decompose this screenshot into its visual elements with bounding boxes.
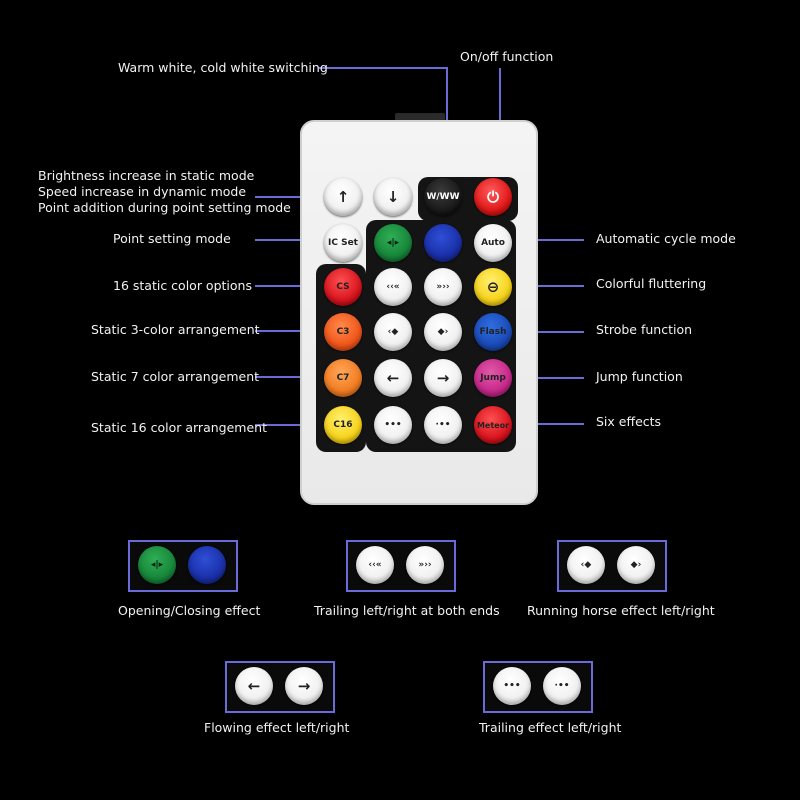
label-static3: Static 3-color arrangement (91, 322, 260, 337)
flash-button[interactable]: Flash (474, 313, 512, 351)
caption-running-horse: Running horse effect left/right (527, 603, 715, 618)
closing-button-blue (188, 546, 226, 584)
c16-button[interactable]: C16 (324, 406, 362, 444)
label-six-effects: Six effects (596, 414, 662, 429)
label-strobe: Strobe function (596, 322, 693, 337)
label-static7: Static 7 color arrangement (91, 369, 260, 384)
run-right-button[interactable]: ◆› (424, 313, 462, 351)
trail-right-button[interactable]: »›› (424, 268, 462, 306)
caption-opening-closing: Opening/Closing effect (118, 603, 261, 618)
run-right-sample: ◆› (617, 546, 655, 584)
ic-set-button[interactable]: IC Set (324, 224, 362, 262)
flow-left-button[interactable]: ← (374, 359, 412, 397)
blue-button[interactable] (424, 224, 462, 262)
caption-trailing: Trailing effect left/right (479, 720, 622, 735)
c7-button[interactable]: C7 (324, 359, 362, 397)
meteor-button[interactable]: Meteor (474, 406, 512, 444)
brightness-up-button[interactable]: ↑ (324, 178, 362, 216)
flow-right-button[interactable]: → (424, 359, 462, 397)
opening-closing-button[interactable]: ◂|▸ (374, 224, 412, 262)
label-static16-arrangement: Static 16 color arrangement (91, 420, 267, 435)
trail-left-button[interactable]: ‹‹« (374, 268, 412, 306)
auto-button[interactable]: Auto (474, 224, 512, 262)
caption-trailing-both: Trailing left/right at both ends (314, 603, 500, 618)
flow-right-sample: → (285, 667, 323, 705)
label-point-setting: Point setting mode (113, 231, 231, 246)
label-jump: Jump function (596, 369, 683, 384)
power-button[interactable]: ⏻ (474, 178, 512, 216)
dot-right-sample: ·•• (543, 667, 581, 705)
label-brightness-3: Point addition during point setting mode (38, 200, 291, 215)
trail-right-sample: »›› (406, 546, 444, 584)
colorful-button[interactable]: ⊖ (474, 268, 512, 306)
caption-flowing: Flowing effect left/right (204, 720, 350, 735)
flow-left-sample: ← (235, 667, 273, 705)
label-colorful: Colorful fluttering (596, 276, 707, 291)
dot-right-button[interactable]: ·•• (424, 406, 462, 444)
trail-left-sample: ‹‹« (356, 546, 394, 584)
label-static16-options: 16 static color options (113, 278, 252, 293)
cycle-icon: ⊖ (486, 278, 500, 296)
run-left-button[interactable]: ‹◆ (374, 313, 412, 351)
brightness-down-button[interactable]: ↓ (374, 178, 412, 216)
cs-button[interactable]: CS (324, 268, 362, 306)
c3-button[interactable]: C3 (324, 313, 362, 351)
ww-switch-button[interactable]: W/WW (424, 178, 462, 216)
opening-button-green: ◂|▸ (138, 546, 176, 584)
dot-left-sample: ••• (493, 667, 531, 705)
label-brightness-2: Speed increase in dynamic mode (38, 184, 247, 199)
label-brightness-1: Brightness increase in static mode (38, 168, 255, 183)
dot-left-button[interactable]: ••• (374, 406, 412, 444)
run-left-sample: ‹◆ (567, 546, 605, 584)
label-ww-switch: Warm white, cold white switching (118, 60, 328, 75)
label-auto-cycle: Automatic cycle mode (596, 231, 736, 246)
label-on-off: On/off function (460, 49, 554, 64)
remote-top-tab (395, 113, 445, 123)
jump-button[interactable]: Jump (474, 359, 512, 397)
